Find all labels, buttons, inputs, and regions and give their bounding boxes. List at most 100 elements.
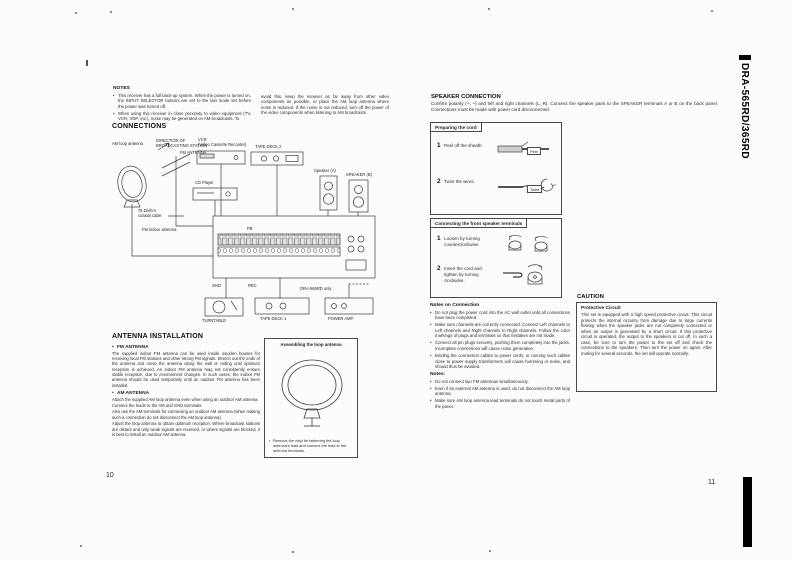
- receiver-rear-panel-figure: [212, 215, 376, 279]
- notes-columns: This receiver has a full back-up system.…: [113, 93, 395, 124]
- direction-label-line1: DIRECTION OF: [156, 138, 186, 143]
- am-antenna-paragraph: Connect the leads to the AM and GND term…: [112, 403, 203, 408]
- fm-antenna-subheading: FM ANTENNA: [112, 345, 260, 350]
- speaker-b-label: SPEAKER (B): [346, 172, 372, 177]
- scan-speck: [75, 12, 77, 14]
- preparing-step-1: 1 Peel off the sheath.: [437, 142, 495, 149]
- fold-mark: [86, 60, 88, 66]
- direction-arrow: [157, 142, 170, 151]
- rec-label: REC: [248, 283, 257, 288]
- scan-speck: [489, 550, 491, 552]
- am-antenna-subheading: AM ANTENNA: [112, 391, 260, 396]
- connecting-terminals-title: Connecting the front speaker terminals: [430, 218, 528, 228]
- fm-antenna-figure: [161, 153, 191, 217]
- speaker-connection-paragraph: Confirm polarity (+, –) and left and rig…: [431, 101, 718, 112]
- preparing-step-2: 2 Twist the wires.: [437, 178, 495, 185]
- page-11: SPEAKER CONNECTION Confirm polarity (+, …: [420, 0, 730, 561]
- note-item: Binding the connection cables to power c…: [430, 353, 570, 370]
- note-item: When using this receiver in close proxim…: [113, 111, 251, 122]
- connections-diagram: AM loop antenna DIRECTION OF BROADCASTIN…: [108, 137, 400, 330]
- notes-title: NOTES: [113, 86, 130, 91]
- wire-lines: [131, 164, 359, 298]
- notes-block-right: Notes: Do not connect two FM antennas si…: [430, 372, 570, 411]
- step-number: 2: [437, 265, 441, 272]
- step-text: Peel off the sheath.: [444, 143, 483, 148]
- step-number: 2: [437, 178, 441, 185]
- note-item: Do not plug the power cord into the AC w…: [430, 310, 570, 321]
- speaker-a-label: Speaker (A): [314, 168, 336, 173]
- step-number: 1: [437, 235, 441, 242]
- coax-cable-label-line2: coaxial cable: [138, 213, 162, 218]
- caution-paragraph: This set is equipped with a high speed p…: [581, 312, 712, 357]
- connecting-step-2: 2 Insert the cord and tighten by turning…: [437, 265, 495, 284]
- power-amp-figure: [324, 297, 374, 315]
- model-side-tab: DRA-565RD/365RD: [739, 63, 750, 160]
- peel-tag: Peel: [527, 147, 542, 155]
- note-continuation: avoid this, keep the receiver as far awa…: [261, 93, 389, 116]
- connecting-step-1: 1 Loosen by turning counterclockwise.: [437, 235, 495, 248]
- step-text: Insert the cord and tighten by turning c…: [444, 266, 482, 283]
- scan-speck: [292, 551, 294, 553]
- notes-title-right: Notes:: [430, 372, 446, 377]
- vcr-label-line1: VCR: [198, 137, 207, 142]
- step-text: Loosen by turning counterclockwise.: [444, 236, 480, 247]
- vcr-figure: [196, 150, 246, 165]
- page-10: NOTES This receiver has a full back-up s…: [0, 0, 420, 561]
- antenna-installation-heading: ANTENNA INSTALLATION: [112, 333, 204, 340]
- coax-cable-label-line1: 75 Ω/ohm: [138, 208, 156, 213]
- am-antenna-paragraph: Also use the AM terminals for connecting…: [112, 409, 260, 420]
- fm-antenna-paragraph: The supplied indoor FM antenna can be us…: [112, 350, 260, 388]
- loosen-terminal-illustration: [508, 234, 548, 252]
- tape-deck-2-label: TAPE DECK 2: [255, 144, 282, 149]
- notes-list: This receiver has a full back-up system.…: [113, 93, 251, 124]
- step-text: Twist the wires.: [444, 179, 475, 184]
- note-item: Do not connect two FM antennas simultane…: [430, 379, 570, 385]
- assembly-box-note: Remove the vinyl tie fastening the loop …: [269, 438, 354, 454]
- notes-block: NOTES This receiver has a full back-up s…: [113, 86, 395, 123]
- pb-label: PB: [247, 226, 253, 231]
- speaker-b-figure: [348, 179, 369, 213]
- scan-speck: [711, 10, 713, 12]
- notes-on-connection-title: Notes on Connection: [430, 303, 480, 308]
- note-item: Connect all pin plugs securely, pushing …: [430, 340, 570, 351]
- note-item: Even if an external AM antenna is used, …: [430, 386, 570, 397]
- tape-deck-2-figure: [250, 151, 304, 166]
- fm-indoor-antenna-label: FM indoor antenna: [142, 227, 177, 232]
- scan-speck: [80, 545, 82, 547]
- protective-circuit-subtitle: Protective Circuit: [581, 306, 621, 311]
- registration-bar-top: [739, 55, 751, 60]
- notes-on-connection-list: Do not plug the power cord into the AC w…: [430, 310, 570, 370]
- connecting-terminals-box: Connecting the front speaker terminals 1…: [430, 218, 562, 298]
- antenna-installation-text: FM ANTENNA The supplied indoor FM antenn…: [112, 342, 260, 437]
- step-number: 1: [437, 142, 441, 149]
- turntable-figure: [204, 297, 244, 317]
- caution-box: Protective Circuit This set is equipped …: [576, 302, 717, 392]
- notes-list-right: Do not connect two FM antennas simultane…: [430, 379, 570, 410]
- assembly-box-title: Assembling the loop antenna: [280, 341, 342, 347]
- twist-tag: Twist: [527, 185, 543, 193]
- scan-speck: [110, 11, 112, 13]
- connections-diagram-figure: [117, 142, 376, 317]
- scan-speck: [488, 8, 490, 10]
- am-antenna-paragraph: Adjust the loop antenna to obtain optimu…: [112, 421, 260, 437]
- page-number-left: 10: [106, 472, 114, 479]
- connections-heading: CONNECTIONS: [112, 123, 167, 130]
- note-item: Make sure channels are correctly connect…: [430, 322, 570, 339]
- speaker-connection-heading: SPEAKER CONNECTION: [431, 94, 501, 100]
- vcr-label-line2: (Video Cassette Recorder): [198, 142, 247, 147]
- am-antenna-paragraph: Attach the supplied AM loop antenna even…: [112, 396, 259, 402]
- note-item: This receiver has a full back-up system.…: [113, 93, 251, 110]
- speaker-a-figure: [319, 175, 338, 211]
- tape-deck-1-label: TAPE DECK 1: [260, 316, 287, 321]
- am-loop-antenna-figure: [117, 165, 147, 208]
- preparing-cord-box: Preparing the cord 1 Peel off the sheath…: [430, 122, 562, 215]
- dra-only-label: DRA-565RD only: [300, 286, 332, 291]
- cd-player-label: CD Player: [195, 180, 214, 185]
- insert-cord-illustration: [503, 264, 543, 285]
- assembled-loop-antenna-figure: [281, 359, 343, 427]
- note-item: Make sure AM loop antenna lead terminals…: [430, 398, 570, 409]
- caution-heading: CAUTION: [577, 294, 604, 300]
- preparing-cord-title: Preparing the cord: [430, 122, 482, 132]
- power-amp-label: POWER AMP.: [328, 316, 354, 321]
